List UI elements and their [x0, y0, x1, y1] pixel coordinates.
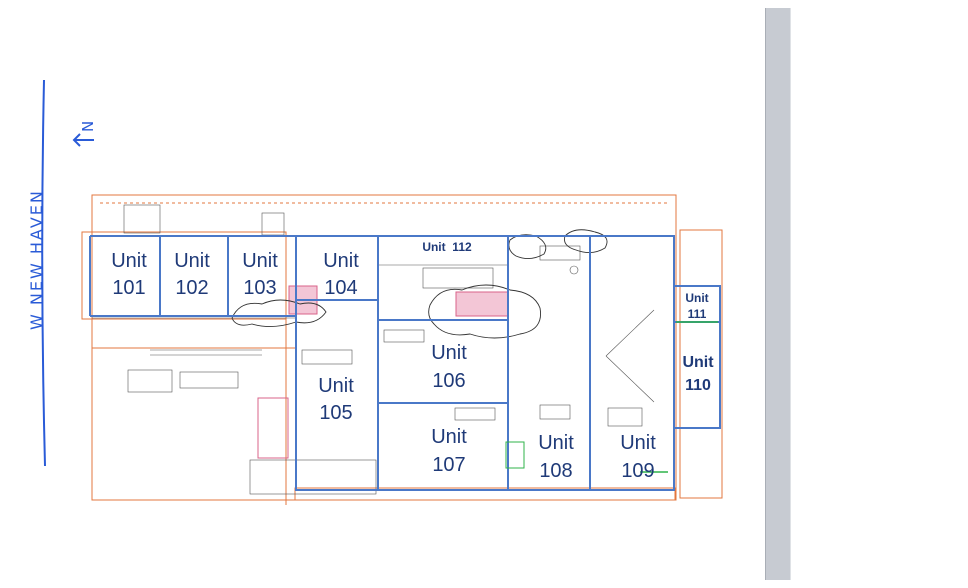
- unit-101-word: Unit: [111, 250, 147, 272]
- unit-108-word: Unit: [538, 432, 574, 454]
- unit-111-word: Unit: [685, 291, 708, 305]
- core-highlight: [257, 285, 509, 459]
- unit-102-number: 102: [175, 277, 208, 299]
- unit-104-word: Unit: [323, 250, 359, 272]
- unit-108-number: 108: [539, 460, 572, 482]
- unit-label-112: Unit 112: [422, 240, 472, 254]
- unit-label-104: Unit 104: [323, 250, 359, 299]
- street-label: W NEW HAVEN: [27, 189, 46, 330]
- revision-clouds: [231, 229, 608, 339]
- unit-110-number: 110: [685, 377, 711, 394]
- unit-109-word: Unit: [620, 432, 656, 454]
- unit-101-number: 101: [112, 277, 145, 299]
- unit-111-number: 111: [688, 307, 707, 321]
- plan-linework: [92, 204, 672, 495]
- street-marker: W NEW HAVEN: [27, 79, 46, 467]
- unit-label-109: Unit 109: [620, 432, 656, 482]
- north-label: N: [79, 121, 97, 132]
- unit-107-number: 107: [432, 454, 465, 476]
- unit-label-106: Unit 106: [431, 342, 467, 392]
- unit-label-111: Unit 111: [685, 291, 708, 321]
- unit-104-number: 104: [324, 277, 357, 299]
- unit-label-107: Unit 107: [431, 426, 467, 476]
- unit-label-110: Unit 110: [682, 354, 714, 394]
- north-arrow: N: [72, 121, 97, 147]
- unit-label-101: Unit 101: [111, 250, 147, 299]
- unit-label-103: Unit 103: [242, 250, 278, 299]
- unit-106-number: 106: [432, 370, 465, 392]
- unit-103-number: 103: [243, 277, 276, 299]
- unit-label-105: Unit 105: [318, 375, 354, 424]
- window-edge-bar: [765, 8, 791, 580]
- unit-label-108: Unit 108: [538, 432, 574, 482]
- unit-102-word: Unit: [174, 250, 210, 272]
- unit-105-word: Unit: [318, 375, 354, 397]
- unit-106-word: Unit: [431, 342, 467, 364]
- unit-outlines: [89, 235, 721, 491]
- unit-112-word: Unit 112: [422, 240, 472, 254]
- unit-105-number: 105: [319, 402, 352, 424]
- unit-110-word: Unit: [682, 354, 714, 371]
- unit-103-word: Unit: [242, 250, 278, 272]
- unit-107-word: Unit: [431, 426, 467, 448]
- unit-label-102: Unit 102: [174, 250, 210, 299]
- unit-109-number: 109: [621, 460, 654, 482]
